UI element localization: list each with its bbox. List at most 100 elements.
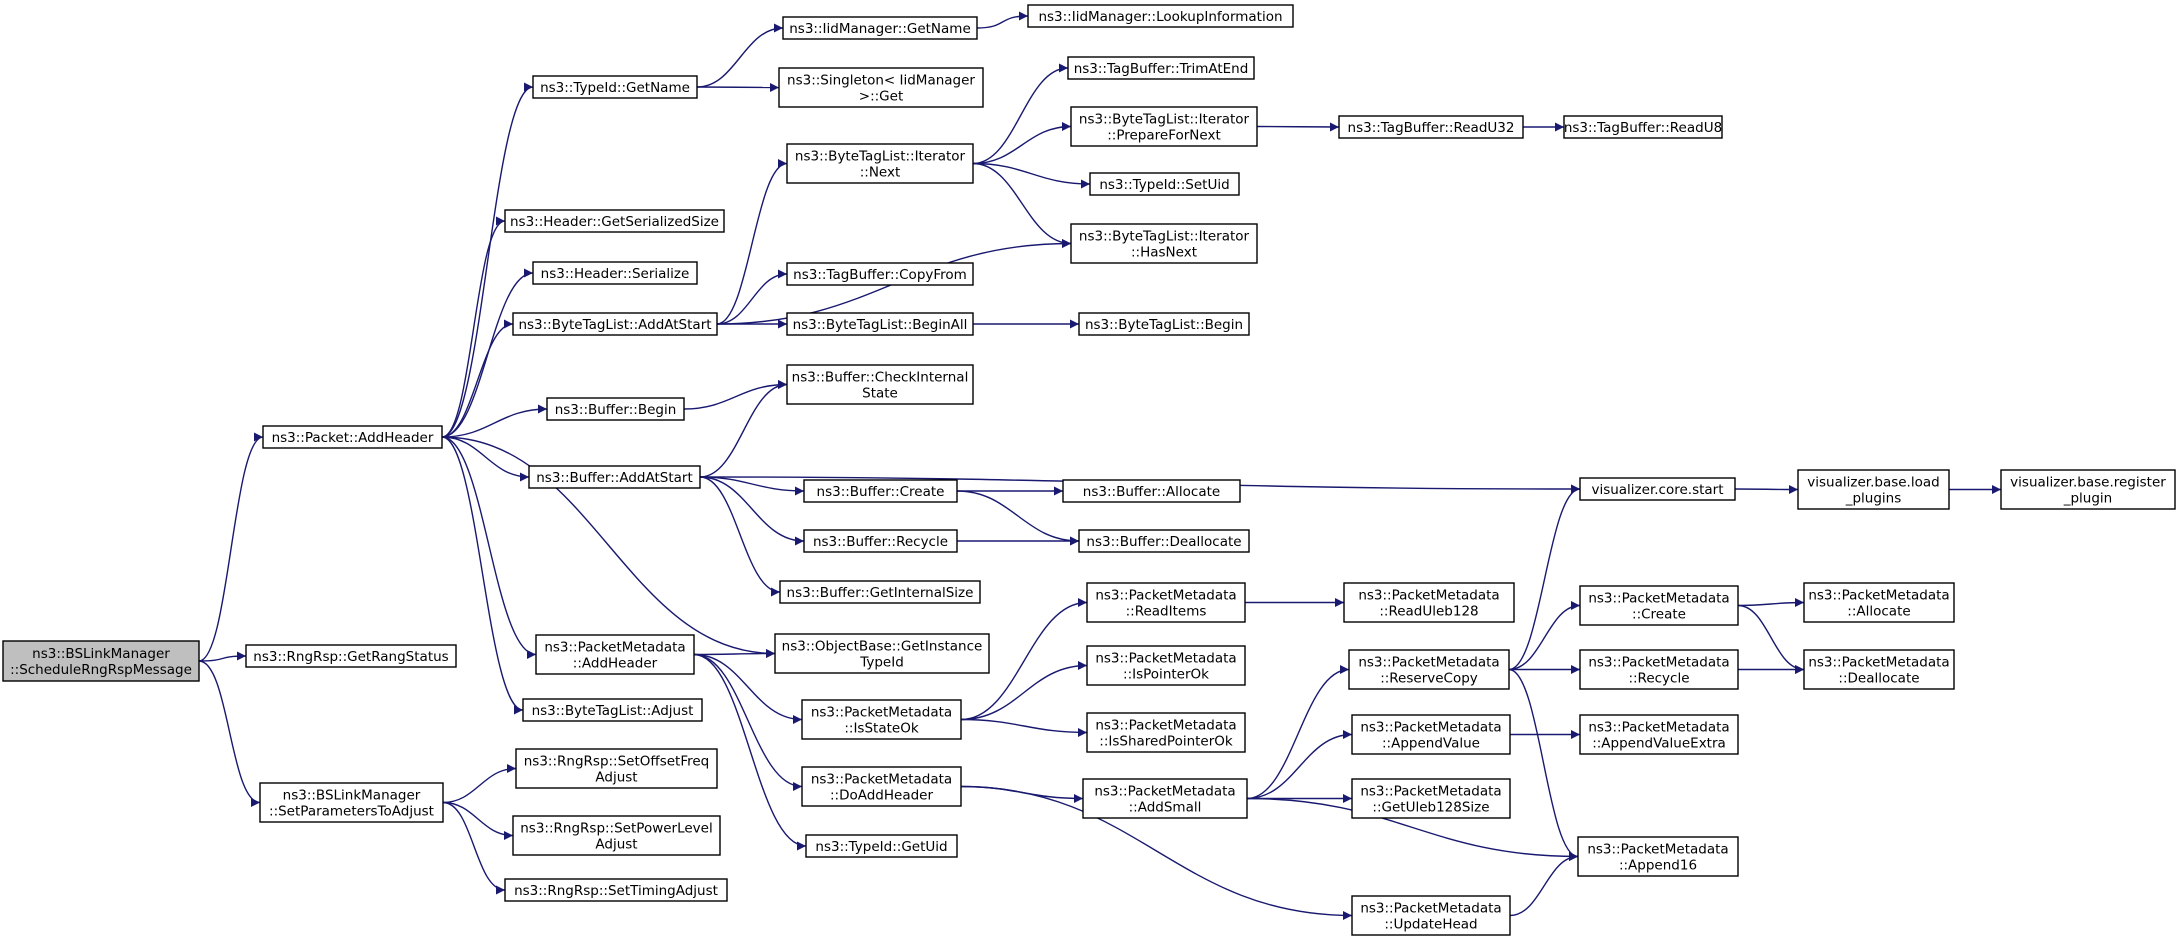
node-label: ns3::PacketMetadata bbox=[1588, 591, 1729, 607]
edge-btlIterNext-to-typeSetUid bbox=[972, 162, 1091, 189]
node-label: ::ScheduleRngRspMessage bbox=[10, 662, 192, 678]
node-pmReadItems[interactable]: ns3::PacketMetadata::ReadItems bbox=[1086, 582, 1246, 623]
edge-setParams-to-setTiming bbox=[442, 801, 506, 895]
node-btlIterNext[interactable]: ns3::ByteTagList::Iterator::Next bbox=[786, 143, 974, 184]
node-label: ns3::RngRsp::SetPowerLevel bbox=[520, 821, 712, 837]
node-pmCreate[interactable]: ns3::PacketMetadata::Create bbox=[1579, 585, 1739, 626]
node-btlHasNext[interactable]: ns3::ByteTagList::Iterator::HasNext bbox=[1070, 223, 1258, 264]
node-pmIsSharedPointerOk[interactable]: ns3::PacketMetadata::IsSharedPointerOk bbox=[1086, 712, 1246, 753]
node-btlAdjust[interactable]: ns3::ByteTagList::Adjust bbox=[522, 698, 703, 722]
edge-btlIterNext-to-tbTrimAtEnd bbox=[972, 63, 1069, 165]
node-singletonGet[interactable]: ns3::Singleton< IidManager>::Get bbox=[778, 67, 984, 108]
node-box bbox=[1579, 649, 1739, 690]
node-pmAppend16[interactable]: ns3::PacketMetadata::Append16 bbox=[1577, 836, 1739, 877]
node-label: ::Next bbox=[860, 165, 901, 181]
node-tbReadU32[interactable]: ns3::TagBuffer::ReadU32 bbox=[1338, 115, 1524, 139]
node-label: ns3::Buffer::GetInternalSize bbox=[787, 585, 974, 601]
node-typeGetName[interactable]: ns3::TypeId::GetName bbox=[532, 75, 698, 99]
node-pmDeallocate[interactable]: ns3::PacketMetadata::Deallocate bbox=[1803, 649, 1955, 690]
node-label: ::HasNext bbox=[1131, 245, 1197, 261]
node-bufCreate[interactable]: ns3::Buffer::Create bbox=[803, 479, 958, 503]
node-box bbox=[532, 261, 698, 285]
node-pmGetUleb128Size[interactable]: ns3::PacketMetadata::GetUleb128Size bbox=[1351, 778, 1511, 819]
node-label: ::GetUleb128Size bbox=[1372, 800, 1489, 816]
node-pmReserveCopy[interactable]: ns3::PacketMetadata::ReserveCopy bbox=[1348, 649, 1510, 690]
node-label: ns3::PacketMetadata bbox=[1358, 655, 1499, 671]
node-vizRegisterPlugin[interactable]: visualizer.base.register_plugin bbox=[2000, 469, 2176, 510]
edge-typeGetName-to-iidGetName bbox=[696, 23, 784, 88]
node-bufDeallocate[interactable]: ns3::Buffer::Deallocate bbox=[1078, 529, 1250, 553]
node-label: ::Append16 bbox=[1619, 858, 1697, 874]
node-iidLookup[interactable]: ns3::IidManager::LookupInformation bbox=[1027, 4, 1294, 28]
node-btlAddAtStart[interactable]: ns3::ByteTagList::AddAtStart bbox=[512, 312, 718, 336]
edge-addHeader-to-btlAdjust bbox=[441, 436, 524, 715]
edge-bufAddAtStart-to-bufCreate bbox=[699, 476, 805, 496]
edge-layer bbox=[198, 11, 2001, 920]
node-pmIsStateOk[interactable]: ns3::PacketMetadata::IsStateOk bbox=[801, 699, 962, 740]
node-label: ::SetParametersToAdjust bbox=[269, 804, 434, 820]
node-btlBeginAll[interactable]: ns3::ByteTagList::BeginAll bbox=[786, 312, 974, 336]
node-box bbox=[259, 782, 444, 823]
node-iidGetName[interactable]: ns3::IidManager::GetName bbox=[782, 16, 978, 40]
node-box bbox=[504, 209, 725, 233]
node-label: ns3::Buffer::CheckInternal bbox=[792, 370, 969, 386]
node-pmAppendValueExtra[interactable]: ns3::PacketMetadata::AppendValueExtra bbox=[1579, 714, 1739, 755]
edge-pmIsStateOk-to-pmIsSharedPointerOk bbox=[960, 718, 1088, 737]
node-addHeader[interactable]: ns3::Packet::AddHeader bbox=[262, 425, 443, 449]
node-pmReadUleb128[interactable]: ns3::PacketMetadata::ReadUleb128 bbox=[1343, 582, 1515, 623]
node-pmAllocate[interactable]: ns3::PacketMetadata::Allocate bbox=[1803, 582, 1955, 623]
node-btlBegin[interactable]: ns3::ByteTagList::Begin bbox=[1078, 312, 1250, 336]
node-pmIsPointerOk[interactable]: ns3::PacketMetadata::IsPointerOk bbox=[1086, 645, 1246, 686]
node-pmUpdateHead[interactable]: ns3::PacketMetadata::UpdateHead bbox=[1351, 895, 1511, 936]
node-bufGetInternalSize[interactable]: ns3::Buffer::GetInternalSize bbox=[779, 580, 981, 604]
edge-btlPrepare-to-tbReadU32 bbox=[1256, 122, 1340, 132]
node-bufRecycle[interactable]: ns3::Buffer::Recycle bbox=[803, 529, 958, 553]
node-btlPrepare[interactable]: ns3::ByteTagList::Iterator::PrepareForNe… bbox=[1070, 106, 1258, 147]
node-pmAddHeader[interactable]: ns3::PacketMetadata::AddHeader bbox=[535, 634, 695, 675]
node-getRangStatus[interactable]: ns3::RngRsp::GetRangStatus bbox=[245, 644, 457, 668]
node-hdrSerSize[interactable]: ns3::Header::GetSerializedSize bbox=[504, 209, 725, 233]
node-label: ::ReadUleb128 bbox=[1379, 604, 1478, 620]
node-tbCopyFrom[interactable]: ns3::TagBuffer::CopyFrom bbox=[786, 262, 974, 286]
node-box bbox=[528, 465, 701, 489]
node-label: ::AddHeader bbox=[573, 656, 658, 672]
edge-bufAddAtStart-to-bufRecycle bbox=[699, 476, 805, 546]
node-box bbox=[786, 262, 974, 286]
edge-root-to-setParams bbox=[198, 660, 261, 807]
node-typeSetUid[interactable]: ns3::TypeId::SetUid bbox=[1089, 172, 1240, 196]
node-label: ns3::TagBuffer::ReadU8 bbox=[1564, 120, 1722, 136]
node-label: ns3::PacketMetadata bbox=[1360, 784, 1501, 800]
node-label: ns3::Header::GetSerializedSize bbox=[510, 214, 719, 230]
node-box bbox=[1343, 582, 1515, 623]
node-vizCoreStart[interactable]: visualizer.core.start bbox=[1579, 477, 1736, 501]
node-pmAppendValue[interactable]: ns3::PacketMetadata::AppendValue bbox=[1351, 714, 1511, 755]
node-tbReadU8[interactable]: ns3::TagBuffer::ReadU8 bbox=[1563, 115, 1723, 139]
node-setTiming[interactable]: ns3::RngRsp::SetTimingAdjust bbox=[504, 878, 728, 902]
node-vizLoadPlugins[interactable]: visualizer.base.load_plugins bbox=[1797, 469, 1950, 510]
node-box bbox=[535, 634, 695, 675]
node-hdrSerialize[interactable]: ns3::Header::Serialize bbox=[532, 261, 698, 285]
node-root[interactable]: ns3::BSLinkManager::ScheduleRngRspMessag… bbox=[2, 640, 200, 682]
node-label: ns3::TypeId::GetUid bbox=[815, 839, 947, 855]
edge-pmIsStateOk-to-pmReadItems bbox=[960, 598, 1088, 721]
node-label: ::Deallocate bbox=[1838, 671, 1919, 687]
node-bufAllocate[interactable]: ns3::Buffer::Allocate bbox=[1062, 479, 1241, 503]
node-label: ns3::Buffer::Allocate bbox=[1083, 484, 1220, 500]
node-pmRecycle[interactable]: ns3::PacketMetadata::Recycle bbox=[1579, 649, 1739, 690]
node-label: ns3::PacketMetadata bbox=[1587, 842, 1728, 858]
node-pmDoAddHeader[interactable]: ns3::PacketMetadata::DoAddHeader bbox=[801, 766, 962, 807]
node-box bbox=[1351, 778, 1511, 819]
node-setParams[interactable]: ns3::BSLinkManager::SetParametersToAdjus… bbox=[259, 782, 444, 823]
node-label: ns3::PacketMetadata bbox=[1095, 651, 1236, 667]
node-tbTrimAtEnd[interactable]: ns3::TagBuffer::TrimAtEnd bbox=[1067, 56, 1255, 80]
node-bufAddAtStart[interactable]: ns3::Buffer::AddAtStart bbox=[528, 465, 701, 489]
node-label: ns3::RngRsp::SetOffsetFreq bbox=[524, 754, 710, 770]
node-bufBegin[interactable]: ns3::Buffer::Begin bbox=[546, 397, 685, 421]
node-typeGetUid[interactable]: ns3::TypeId::GetUid bbox=[805, 834, 958, 858]
node-pmAddSmall[interactable]: ns3::PacketMetadata::AddSmall bbox=[1082, 778, 1248, 819]
node-label: ::AddSmall bbox=[1129, 800, 1202, 816]
